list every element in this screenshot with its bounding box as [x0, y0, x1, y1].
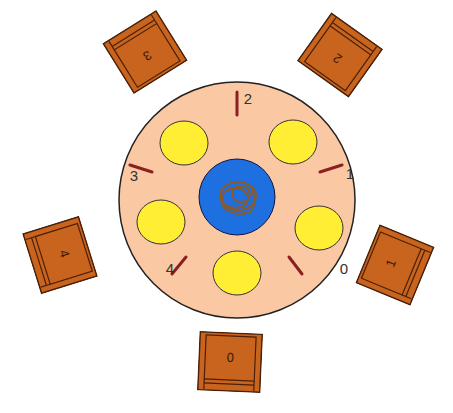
- chair-part: [151, 15, 156, 23]
- chair-part: [332, 23, 373, 52]
- fork-number: 4: [165, 261, 175, 276]
- chair-part: [406, 250, 425, 296]
- fork-number: 2: [243, 91, 253, 106]
- chair: 1: [355, 224, 435, 306]
- chair-part: [114, 24, 180, 88]
- fork-number: 3: [129, 168, 139, 183]
- chair-part: [305, 26, 371, 91]
- chair: 3: [102, 10, 188, 95]
- chair-number: 0: [198, 349, 263, 367]
- chair-part: [298, 13, 382, 96]
- chair-part: [198, 332, 262, 393]
- chair-part: [204, 383, 254, 385]
- chair-part: [356, 225, 433, 304]
- chair-part: [109, 41, 114, 49]
- chair-part: [103, 11, 186, 93]
- chair: 2: [297, 12, 384, 98]
- chair-part: [32, 238, 47, 286]
- chair-part: [23, 217, 97, 293]
- chair-part: [203, 379, 205, 389]
- chair: 4: [22, 216, 98, 295]
- fork-number: 1: [345, 166, 355, 181]
- chair: 0: [197, 331, 264, 394]
- chair-part: [371, 47, 377, 55]
- chair-part: [26, 236, 36, 239]
- chair-part: [402, 295, 411, 299]
- chair-part: [41, 284, 51, 287]
- chair-part: [112, 20, 154, 46]
- fork-number: 0: [339, 261, 349, 276]
- chair-part: [330, 18, 336, 26]
- chair-part: [253, 381, 255, 391]
- chair-part: [421, 249, 430, 253]
